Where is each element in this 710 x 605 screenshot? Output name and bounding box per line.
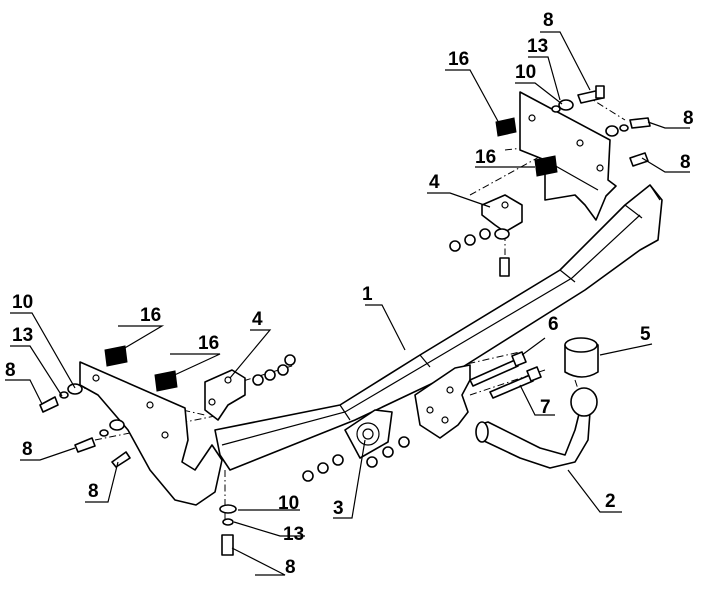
callout-10-top: 10 <box>515 62 536 83</box>
callout-5-ball-cap: 5 <box>640 324 651 345</box>
callout-16-left-lower: 16 <box>198 333 219 354</box>
callout-8-left-middle: 8 <box>22 439 33 460</box>
ball-mount-plate <box>414 364 471 439</box>
fasteners-top-right <box>551 85 651 167</box>
tow-ball-cap <box>564 337 599 378</box>
clip-nut-top <box>495 117 517 137</box>
right-angle-bracket <box>481 194 523 233</box>
tow-ball-neck <box>475 387 598 469</box>
callout-8-top: 8 <box>543 10 554 31</box>
clip-nut-middle <box>534 155 558 177</box>
callout-4-left: 4 <box>252 309 263 330</box>
callout-labels: 8 13 10 16 8 16 8 4 10 13 16 16 4 1 6 5 … <box>5 10 694 578</box>
callout-1-crossbar: 1 <box>362 284 373 305</box>
callout-4-right: 4 <box>429 172 440 193</box>
leader-lines <box>5 31 690 576</box>
left-angle-bracket <box>204 369 246 421</box>
callout-3-socket: 3 <box>333 498 344 519</box>
callout-8-right-upper: 8 <box>683 108 694 129</box>
callout-8-left-lower: 8 <box>88 481 99 502</box>
callout-16-left-upper: 16 <box>140 305 161 326</box>
callout-2-neck: 2 <box>605 491 616 512</box>
callout-13-top: 13 <box>527 36 548 57</box>
socket-plate <box>344 409 393 459</box>
fasteners-socket <box>302 436 410 482</box>
callout-6-bolt: 6 <box>548 314 559 335</box>
crossbar-tube <box>214 184 663 471</box>
callout-8-left-upper: 8 <box>5 360 16 381</box>
callout-13-left: 13 <box>12 325 33 346</box>
callout-7-bolt: 7 <box>540 397 551 418</box>
left-side-bracket <box>79 361 223 506</box>
callout-10-left: 10 <box>12 292 33 313</box>
fasteners-right-bracket <box>449 228 510 277</box>
fasteners-left-bracket <box>252 354 296 386</box>
right-side-bracket <box>519 91 617 221</box>
long-bolt-6 <box>469 351 527 387</box>
callout-10-bottom: 10 <box>278 493 299 514</box>
callout-8-right-lower: 8 <box>680 152 691 173</box>
callout-16-middle: 16 <box>475 147 496 168</box>
long-bolt-7 <box>489 366 542 399</box>
callout-8-bottom: 8 <box>285 557 296 578</box>
clip-nut-left-2 <box>154 370 178 392</box>
callout-13-bottom: 13 <box>283 524 304 545</box>
callout-16-top: 16 <box>448 49 469 70</box>
clip-nut-left-1 <box>104 345 128 367</box>
fasteners-left-plate <box>39 383 131 468</box>
fasteners-bottom <box>219 504 237 556</box>
